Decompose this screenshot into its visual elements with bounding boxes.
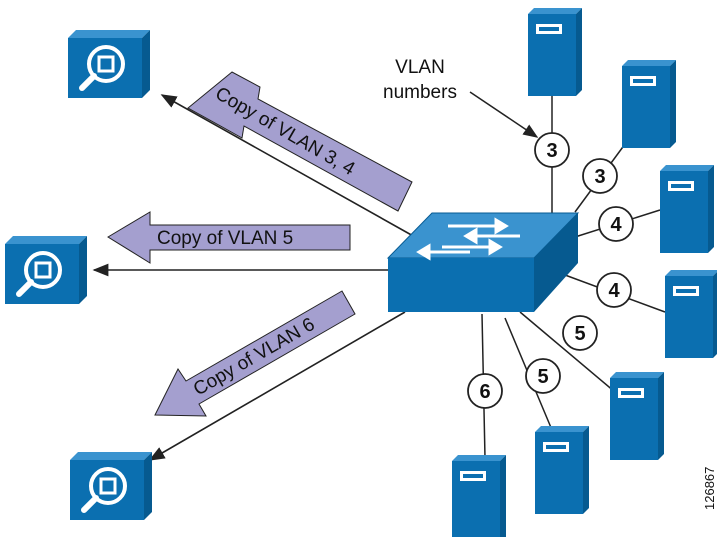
arrow-to-analyzer-top	[160, 94, 416, 238]
arrow-to-analyzer-bottom	[148, 311, 406, 461]
vlan-tag: 4	[598, 206, 634, 242]
switch-icon	[386, 212, 580, 312]
vlan-numbers-annotation: VLAN numbers	[383, 57, 539, 138]
annotation-line-1: VLAN	[395, 57, 445, 78]
vlan-tags: 3 3 4 4 5 5 6	[467, 132, 634, 409]
server-1	[528, 8, 582, 96]
svg-text:5: 5	[537, 366, 548, 388]
svg-text:3: 3	[546, 140, 557, 162]
analyzer-middle	[5, 236, 87, 304]
figure-id: 126867	[702, 467, 717, 510]
analyzer-bottom	[70, 452, 152, 520]
svg-text:4: 4	[608, 280, 620, 302]
copy-vlan-6-arrow: Copy of VLAN 6	[154, 290, 356, 417]
server-5	[610, 372, 664, 460]
server-6	[535, 426, 589, 514]
server-3	[660, 165, 714, 253]
vlan-tag: 3	[582, 158, 618, 194]
copy-vlan-34-arrow: Copy of VLAN 3, 4	[187, 71, 413, 212]
server-2	[622, 60, 676, 148]
copy-vlan-6-label: Copy of VLAN 6	[190, 314, 318, 400]
vlan-tag: 4	[596, 272, 632, 308]
analyzer-top	[68, 30, 150, 98]
server-4	[665, 270, 717, 358]
vlan-tag: 5	[525, 358, 561, 394]
vlan-tag: 3	[534, 132, 570, 168]
svg-text:6: 6	[479, 381, 490, 403]
svg-text:5: 5	[574, 323, 585, 345]
vlan-tag: 6	[467, 373, 503, 409]
copy-vlan-5-arrow: Copy of VLAN 5	[107, 211, 351, 264]
svg-text:4: 4	[610, 214, 622, 236]
svg-text:3: 3	[594, 166, 605, 188]
annotation-line-2: numbers	[383, 82, 457, 103]
vlan-tag: 5	[562, 315, 598, 351]
copy-vlan-5-label: Copy of VLAN 5	[157, 228, 293, 249]
server-7	[452, 455, 506, 537]
